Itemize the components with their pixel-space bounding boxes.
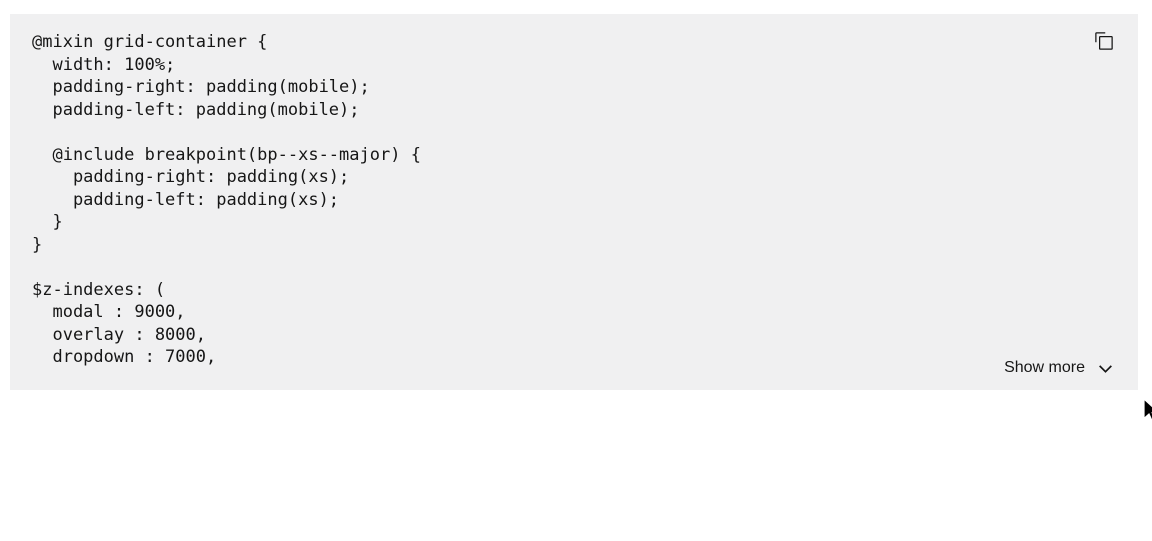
show-more-button[interactable]: Show more: [1004, 359, 1114, 377]
copy-icon: [1094, 31, 1114, 54]
mouse-cursor: [1142, 397, 1152, 424]
copy-button[interactable]: [1088, 26, 1120, 58]
code-content: @mixin grid-container { width: 100%; pad…: [32, 32, 421, 367]
code-snippet: @mixin grid-container { width: 100%; pad…: [10, 14, 1138, 390]
show-more-label: Show more: [1004, 359, 1085, 376]
chevron-down-icon: [1097, 360, 1114, 377]
